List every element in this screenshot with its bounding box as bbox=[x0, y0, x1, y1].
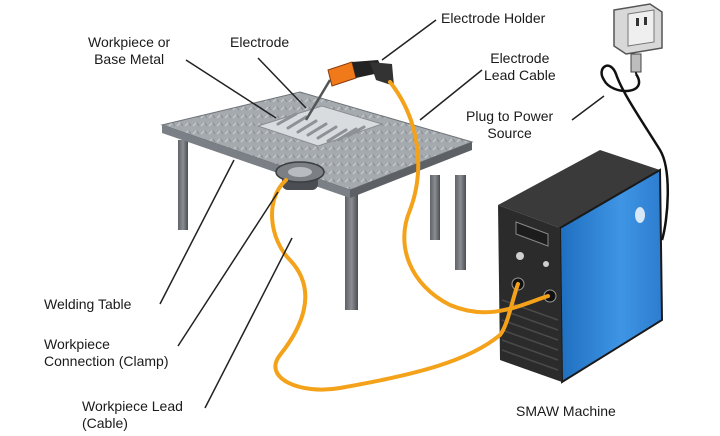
label-electrode-holder-text: Electrode Holder bbox=[441, 10, 546, 26]
label-workpiece-line2: Base Metal bbox=[94, 51, 165, 67]
leader-electrode-lead bbox=[419, 69, 483, 121]
workpiece-clamp bbox=[275, 161, 325, 190]
label-electrode-holder: Electrode Holder bbox=[441, 10, 545, 27]
smaw-machine bbox=[498, 150, 664, 384]
label-electrode-lead-line2: Lead Cable bbox=[484, 67, 556, 83]
label-workpiece: Workpiece or Base Metal bbox=[88, 34, 170, 68]
label-workpiece-lead: Workpiece Lead (Cable) bbox=[82, 398, 183, 432]
label-electrode-lead: Electrode Lead Cable bbox=[484, 50, 556, 84]
workpiece-lead-cable bbox=[270, 178, 520, 392]
label-electrode-lead-line1: Electrode bbox=[490, 50, 550, 66]
label-workpiece-connection-line2: Connection (Clamp) bbox=[44, 353, 169, 369]
label-smaw-machine: SMAW Machine bbox=[516, 403, 616, 420]
table-leg-back-left bbox=[178, 140, 188, 230]
leader-workpiece bbox=[185, 59, 277, 119]
table-edge-right bbox=[350, 142, 472, 198]
label-welding-table-text: Welding Table bbox=[44, 296, 132, 312]
label-plug-line1: Plug to Power bbox=[466, 108, 554, 124]
label-plug-line2: Source bbox=[487, 125, 532, 141]
leader-table bbox=[159, 159, 235, 305]
label-workpiece-line1: Workpiece or bbox=[88, 34, 171, 50]
machine-front bbox=[498, 205, 562, 382]
label-workpiece-lead-line1: Workpiece Lead bbox=[82, 398, 183, 414]
table-leg-back-right bbox=[430, 175, 440, 240]
label-workpiece-lead-line2: (Cable) bbox=[82, 415, 128, 431]
leader-plug bbox=[571, 95, 605, 121]
leader-clamp bbox=[177, 191, 279, 347]
electrode-rod bbox=[304, 79, 332, 121]
leader-workpiece-lead bbox=[204, 237, 293, 409]
label-plug: Plug to Power Source bbox=[466, 108, 553, 142]
wall-outlet bbox=[613, 3, 663, 74]
machine-knob bbox=[516, 252, 524, 260]
label-electrode: Electrode bbox=[230, 34, 289, 51]
machine-top bbox=[498, 150, 660, 228]
workpiece-plate bbox=[256, 105, 384, 147]
table-leg-front-right bbox=[455, 175, 466, 270]
electrode-holder bbox=[304, 60, 394, 121]
electrode-lead-cable bbox=[388, 80, 550, 315]
leader-holder bbox=[381, 19, 437, 61]
leader-electrode bbox=[257, 57, 307, 109]
label-workpiece-connection-line1: Workpiece bbox=[44, 336, 110, 352]
label-welding-table: Welding Table bbox=[44, 296, 131, 313]
label-smaw-machine-text: SMAW Machine bbox=[516, 403, 616, 419]
label-electrode-text: Electrode bbox=[230, 34, 290, 50]
label-workpiece-connection: Workpiece Connection (Clamp) bbox=[44, 336, 169, 370]
machine-display bbox=[515, 221, 549, 247]
power-cord bbox=[600, 64, 669, 241]
table-leg-front-left bbox=[345, 185, 358, 310]
